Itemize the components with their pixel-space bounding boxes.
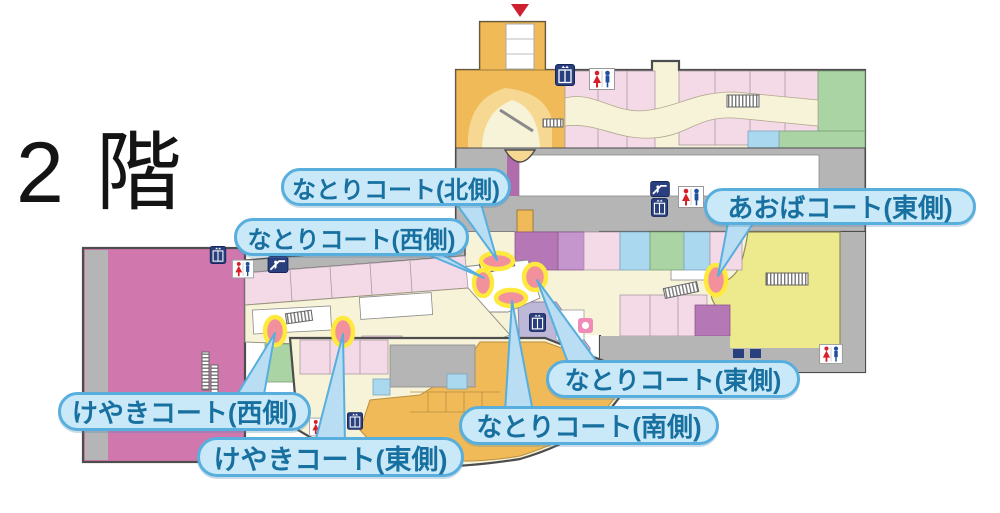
- label-natori-east[interactable]: なとりコート(東側): [546, 360, 800, 398]
- toilet-icon: [589, 68, 615, 90]
- stairs-icon: [284, 309, 314, 325]
- elevator-icon: [529, 313, 546, 332]
- escalator-icon: [650, 181, 670, 197]
- court-marker-keyaki-west[interactable]: [262, 314, 288, 348]
- stairs-icon: [662, 280, 700, 300]
- entrance-arrow-icon: [511, 4, 529, 17]
- toilet-icon: [232, 259, 254, 279]
- elevator-icon: [555, 64, 575, 86]
- toilet-icon: [678, 186, 704, 208]
- label-tails: [234, 194, 759, 444]
- label-natori-north[interactable]: なとりコート(北側): [281, 168, 511, 206]
- label-aoba-east[interactable]: あおばコート(東側): [704, 188, 976, 225]
- label-keyaki-east[interactable]: けやきコート(東側): [197, 437, 464, 477]
- escalator-icon: [267, 256, 289, 273]
- label-natori-south-text: なとりコート(南側): [476, 412, 702, 442]
- floor-title: 2 階: [16, 125, 186, 221]
- label-natori-south[interactable]: なとりコート(南側): [459, 406, 719, 445]
- stairs-icon: [726, 94, 760, 108]
- facility-icon: [733, 349, 744, 358]
- stairs-icon: [201, 351, 210, 391]
- toilet-icon: [819, 344, 843, 364]
- label-keyaki-west-text: けやきコート(西側): [71, 398, 298, 428]
- label-natori-west[interactable]: なとりコート(西側): [234, 218, 469, 256]
- label-natori-east-text: なとりコート(東側): [564, 367, 782, 395]
- label-natori-west-text: なとりコート(西側): [247, 226, 456, 254]
- facility-icon: [750, 349, 761, 358]
- label-natori-north-text: なとりコート(北側): [292, 176, 500, 204]
- label-keyaki-east-text: けやきコート(東側): [213, 444, 448, 475]
- elevator-icon: [209, 246, 227, 264]
- shop-row: [514, 231, 743, 271]
- label-keyaki-west[interactable]: けやきコート(西側): [58, 392, 311, 431]
- label-aoba-east-text: あおばコート(東側): [727, 193, 953, 223]
- elevator-icon: [651, 198, 668, 217]
- stairs-icon: [765, 272, 809, 286]
- elevator-icon: [347, 412, 363, 430]
- stairs-icon: [542, 118, 564, 128]
